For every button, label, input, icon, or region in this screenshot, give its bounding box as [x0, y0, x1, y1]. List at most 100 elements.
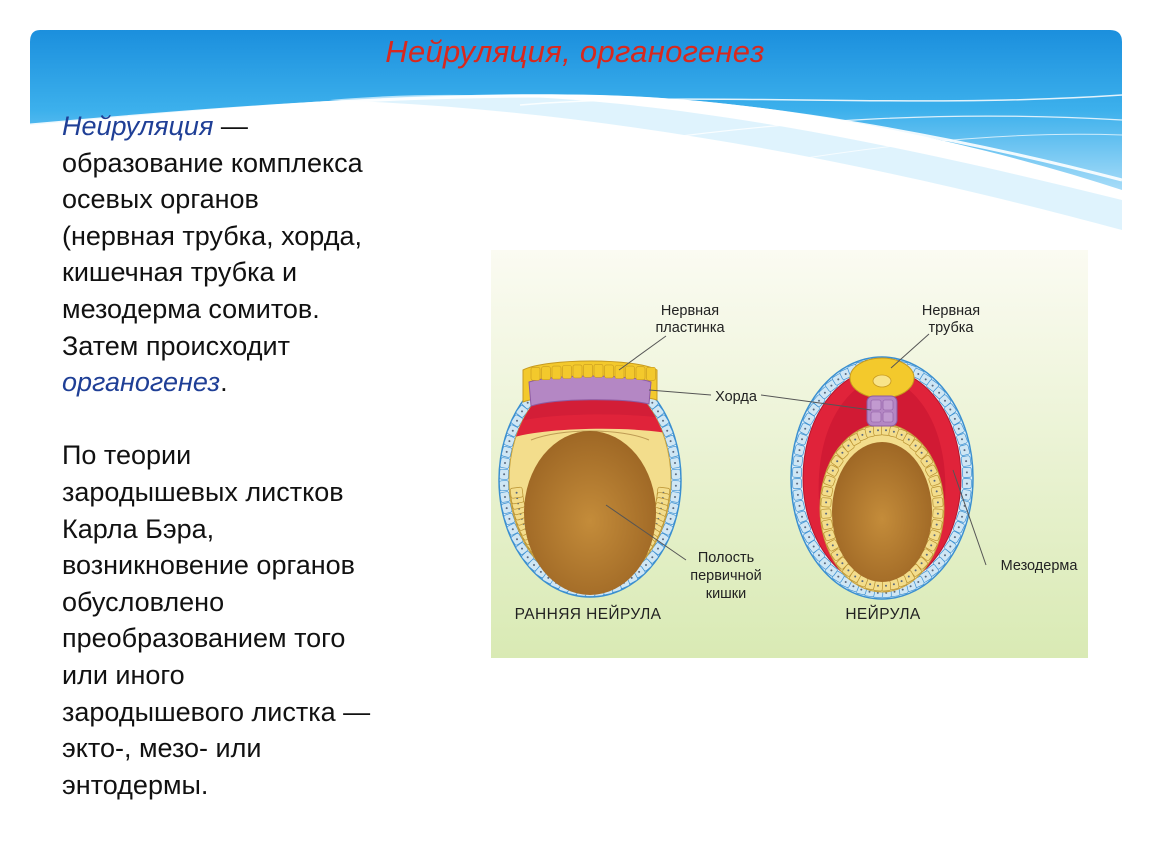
cell-nucleus — [504, 496, 506, 498]
cell-nucleus — [511, 528, 514, 531]
header-banner — [29, 30, 1123, 230]
cell-nucleus — [931, 384, 934, 387]
cell-nucleus — [505, 450, 508, 453]
chord-cells — [870, 399, 894, 423]
cell-nucleus — [662, 538, 664, 541]
cell-nucleus — [796, 482, 799, 485]
cell — [551, 365, 562, 380]
cell-nucleus — [508, 517, 511, 520]
leader-lines — [605, 333, 987, 566]
cell-nucleus — [823, 562, 826, 565]
paragraph-1-line: кишечная трубка и — [62, 257, 298, 288]
cell-nucleus — [826, 523, 829, 526]
cell-nucleus — [804, 427, 807, 430]
cell-nucleus — [933, 534, 936, 537]
neural-plate-cells — [530, 364, 656, 381]
cell-nucleus — [920, 451, 923, 454]
cell-nucleus — [860, 588, 863, 591]
caption-early-neurula: РАННЯЯ НЕЙРУЛА — [515, 605, 662, 623]
cell — [583, 364, 593, 378]
cell-nucleus — [674, 496, 676, 498]
cell-nucleus — [907, 575, 910, 578]
cell-nucleus — [828, 534, 831, 537]
paragraph-2-line: По теории — [62, 440, 192, 471]
neurula-figure: Нервная пластинка Нервная трубка Хорда П… — [491, 250, 1088, 658]
cell-nucleus — [949, 408, 952, 411]
cell-nucleus — [854, 438, 857, 441]
cell — [870, 411, 882, 423]
paragraph-2-line: зародышевых листков — [62, 476, 344, 507]
cell-nucleus — [892, 430, 895, 433]
cell-nucleus — [804, 526, 807, 529]
cell-nucleus — [924, 575, 927, 578]
cell-nucleus — [938, 391, 941, 394]
paragraph-1-line: Затем происходит — [62, 330, 290, 361]
cell-nucleus — [657, 410, 659, 413]
caption-neurula: НЕЙРУЛА — [845, 605, 921, 623]
cell-nucleus — [861, 433, 864, 436]
paragraph-2-line: преобразованием того — [62, 623, 346, 654]
paragraph-1-last-line: органогенез. — [62, 364, 462, 401]
cell-nucleus — [801, 515, 803, 518]
cell-nucleus — [666, 528, 669, 531]
cell-nucleus — [885, 584, 887, 587]
cell-nucleus — [914, 569, 917, 572]
cell-nucleus — [847, 569, 850, 572]
cell-nucleus — [508, 440, 511, 443]
cell — [530, 367, 541, 381]
paragraph-2-line: энтодермы. — [62, 769, 209, 800]
cell-nucleus — [917, 373, 920, 375]
label-neural-plate-line2: пластинка — [655, 320, 725, 336]
cell-nucleus — [798, 504, 801, 507]
cell-nucleus — [674, 473, 677, 476]
cell-nucleus — [674, 462, 676, 464]
neurula-diagram: Нервная пластинка Нервная трубка Хорда П… — [491, 250, 1088, 658]
cell-nucleus — [957, 526, 960, 529]
cell-nucleus — [935, 523, 938, 526]
cell-nucleus — [917, 581, 920, 583]
cell-nucleus — [920, 562, 923, 565]
cell-nucleus — [935, 490, 938, 493]
cell-nucleus — [651, 556, 654, 559]
cell-nucleus — [953, 417, 956, 420]
cell — [625, 365, 635, 380]
cell-nucleus — [949, 545, 952, 548]
cell-nucleus — [892, 583, 895, 586]
paragraph-1-first-line: Нейруляция — — [62, 108, 462, 145]
cell-nucleus — [638, 570, 641, 573]
cell-nucleus — [841, 451, 844, 454]
cell-nucleus — [868, 590, 871, 593]
cell-nucleus — [836, 460, 839, 463]
endoderm-cells — [820, 424, 944, 592]
body-text: Нейруляция — образование комплекса осевы… — [62, 108, 462, 803]
cell-nucleus — [812, 545, 815, 548]
cell-nucleus — [505, 507, 508, 510]
paragraph-2-line: экто-, мезо- или — [62, 733, 262, 764]
label-gut-line1: Полость — [698, 550, 754, 566]
cell-nucleus — [830, 569, 833, 572]
cell-nucleus — [965, 493, 968, 496]
cell-nucleus — [900, 433, 903, 436]
paragraph-gap — [62, 401, 462, 438]
paragraph-2-line: возникновение органов — [62, 550, 356, 581]
cell-nucleus — [808, 417, 811, 420]
cell-nucleus — [796, 460, 799, 463]
slide-title: Нейруляция, органогенез — [385, 34, 765, 69]
cell-nucleus — [672, 507, 675, 510]
cell-nucleus — [938, 562, 941, 565]
cell-nucleus — [511, 429, 514, 432]
cell-nucleus — [504, 462, 506, 464]
cell-nucleus — [526, 556, 529, 559]
cell-nucleus — [900, 580, 903, 583]
paragraph-2-line: обусловлено — [62, 586, 225, 617]
cell-nucleus — [798, 449, 801, 452]
cell-nucleus — [901, 588, 904, 591]
neurula — [790, 356, 974, 600]
cell-nucleus — [651, 401, 654, 404]
cell-nucleus — [808, 536, 811, 539]
paragraph-1-line: (нервная трубка, хорда, — [62, 220, 362, 251]
cell-nucleus — [801, 438, 803, 441]
cell-nucleus — [837, 378, 840, 381]
cell-nucleus — [662, 419, 664, 422]
